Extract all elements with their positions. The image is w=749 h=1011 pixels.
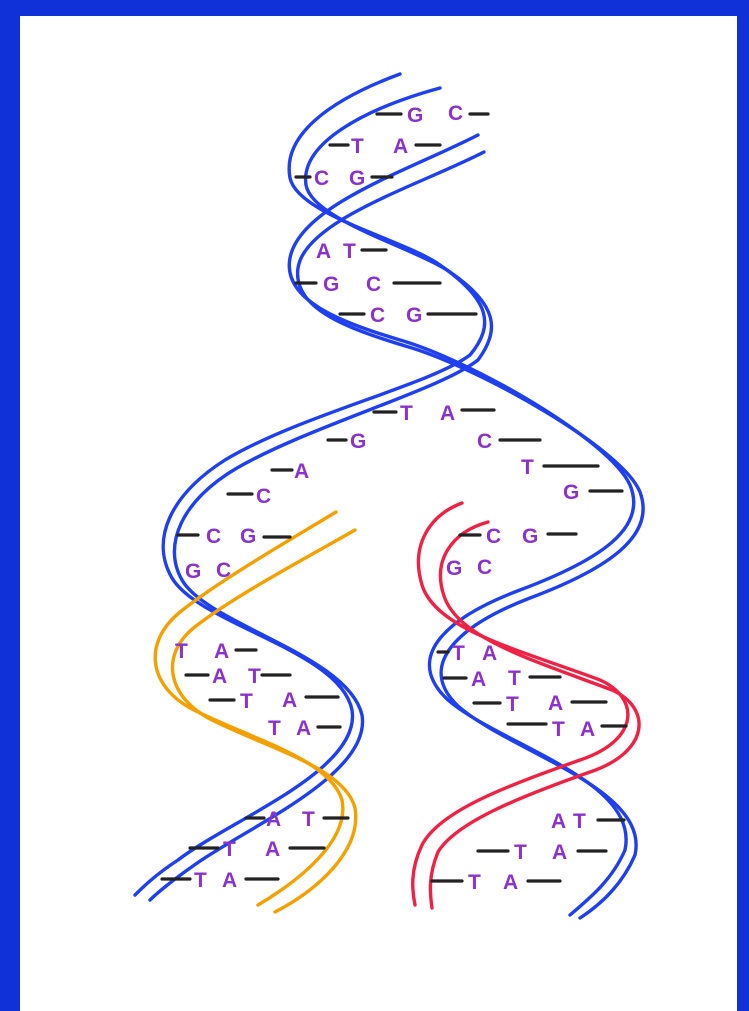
base-p3-right: G <box>349 167 365 190</box>
base-r6-left: T <box>552 718 565 741</box>
base-l3-left: T <box>175 640 188 663</box>
base-l5-right: A <box>282 689 297 712</box>
base-r8-left: T <box>514 841 527 864</box>
base-p7-right: A <box>440 402 455 425</box>
base-r9-left: T <box>468 871 481 894</box>
base-r9-right: A <box>503 871 518 894</box>
base-l9-right: A <box>222 869 237 892</box>
base-fork-right-2: T <box>521 456 534 479</box>
base-p1-left: G <box>407 104 423 127</box>
fork-bases: G A C C T G <box>256 430 579 508</box>
base-l2-left: G <box>185 560 201 583</box>
base-r3-left: T <box>452 642 465 665</box>
base-l8-right: A <box>265 838 280 861</box>
parent-strand-a-outer <box>135 74 485 895</box>
base-l5-left: T <box>240 690 253 713</box>
base-p4-left: A <box>316 240 331 263</box>
base-l1-left: C <box>206 525 221 548</box>
base-r1-left: C <box>486 525 501 548</box>
base-r5-left: T <box>506 693 519 716</box>
base-l2-right: C <box>216 559 231 582</box>
base-fork-right-3: G <box>563 481 579 504</box>
base-l7-left: A <box>266 808 281 831</box>
base-l6-right: A <box>296 717 311 740</box>
base-l7-right: T <box>302 808 315 831</box>
base-fork-left-1: G <box>350 430 366 453</box>
base-r5-right: A <box>548 692 563 715</box>
base-l1-right: G <box>240 525 256 548</box>
base-r7-right: T <box>573 810 586 833</box>
base-r2-right: C <box>477 556 492 579</box>
base-r1-right: G <box>522 525 538 548</box>
base-p5-right: C <box>366 273 381 296</box>
base-r7-left: A <box>551 810 566 833</box>
base-p1-right: C <box>448 102 463 125</box>
base-fork-left-3: C <box>256 485 271 508</box>
base-r6-right: A <box>580 718 595 741</box>
base-l3-right: A <box>214 640 229 663</box>
base-p6-left: C <box>370 304 385 327</box>
base-l6-left: T <box>268 717 281 740</box>
base-r8-right: A <box>552 841 567 864</box>
base-p6-right: G <box>406 304 422 327</box>
base-fork-right-1: C <box>477 430 492 453</box>
base-r4-right: T <box>508 667 521 690</box>
base-r2-left: G <box>446 557 462 580</box>
base-fork-left-2: A <box>294 460 309 483</box>
base-l4-left: A <box>212 665 227 688</box>
base-l8-left: T <box>223 838 236 861</box>
base-r3-right: A <box>482 642 497 665</box>
base-p5-left: G <box>323 273 339 296</box>
base-l4-right: T <box>248 665 261 688</box>
base-r4-left: A <box>471 668 486 691</box>
base-p3-left: C <box>314 167 329 190</box>
base-l9-left: T <box>194 869 207 892</box>
base-p2-left: T <box>351 135 364 158</box>
base-p2-right: A <box>393 135 408 158</box>
base-p7-left: T <box>400 402 413 425</box>
base-p4-right: T <box>343 240 356 263</box>
